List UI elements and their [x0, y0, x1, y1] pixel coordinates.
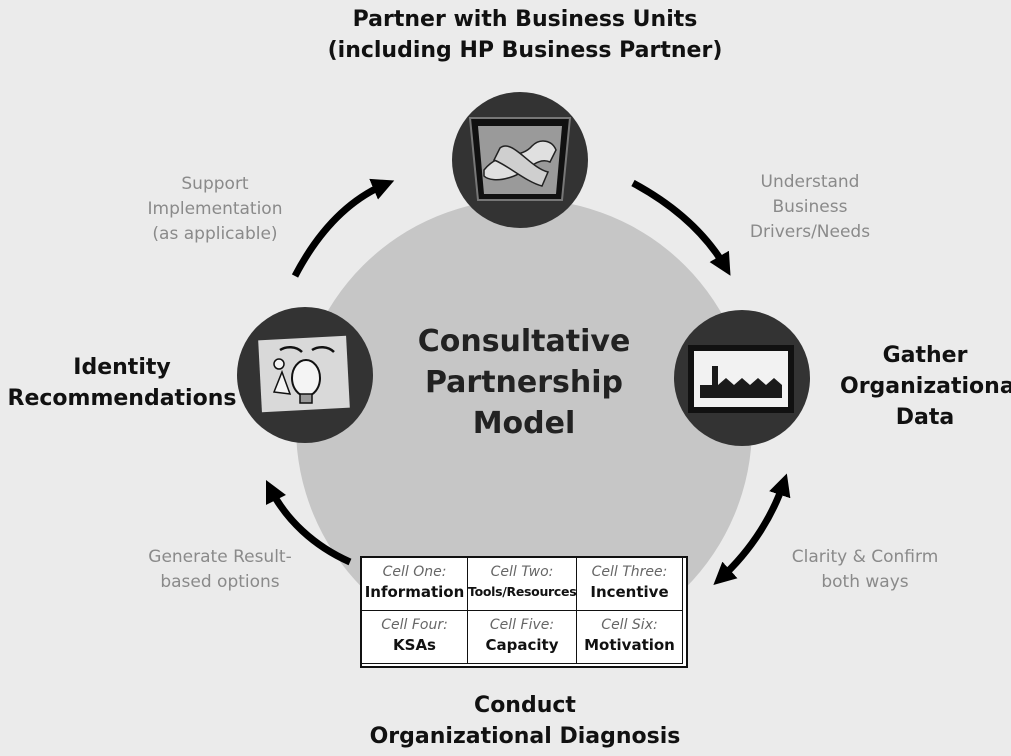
arrow-understand-drivers — [631, 179, 731, 276]
grid-cell-name: Cell One: — [382, 564, 447, 580]
grid-cell-name: Cell Five: — [489, 617, 555, 633]
node-label-partner: Partner with Business Units (including H… — [327, 7, 723, 63]
handshake-icon — [452, 92, 588, 228]
node-label-recommendations: Identity Recommendations — [7, 355, 237, 411]
grid-cell-name: Cell Two: — [490, 564, 554, 580]
grid-cell-value: Incentive — [590, 583, 669, 601]
performance-grid: Cell One: Information Cell Two: Tools/Re… — [360, 556, 688, 668]
grid-cell-value: Information — [364, 583, 465, 601]
grid-cell-motivation: Cell Six: Motivation — [576, 610, 683, 664]
transition-label-understand: Understand Business Drivers/Needs — [749, 172, 871, 242]
grid-cell-value: Capacity — [485, 636, 559, 654]
grid-cell-information: Cell One: Information — [361, 557, 468, 611]
grid-cell-value: KSAs — [393, 636, 436, 654]
factory-chart-icon — [674, 310, 810, 446]
arrow-generate-options — [265, 479, 352, 566]
grid-cell-value: Motivation — [584, 636, 675, 654]
grid-cell-ksas: Cell Four: KSAs — [361, 610, 468, 664]
grid-cell-capacity: Cell Five: Capacity — [467, 610, 577, 664]
arrow-clarify-confirm — [713, 473, 791, 586]
center-disc — [296, 199, 752, 655]
grid-cell-name: Cell Four: — [381, 617, 448, 633]
grid-cell-name: Cell Six: — [601, 617, 658, 633]
grid-cell-incentive: Cell Three: Incentive — [576, 557, 683, 611]
node-label-diagnosis: Conduct Organizational Diagnosis — [369, 693, 681, 749]
transition-label-generate: Generate Result- based options — [148, 547, 292, 592]
lightbulb-idea-icon — [237, 307, 373, 443]
grid-cell-value: Tools/Resources — [468, 584, 577, 599]
transition-label-clarify: Clarity & Confirm both ways — [791, 547, 939, 592]
grid-cell-name: Cell Three: — [591, 564, 668, 580]
arrow-support-implementation — [291, 178, 395, 278]
node-label-gather-data: Gather Organizational Data — [840, 343, 1011, 430]
center-title: Consultative Partnership Model — [417, 324, 631, 441]
grid-cell-tools-resources: Cell Two: Tools/Resources — [467, 557, 577, 611]
transition-label-support: Support Implementation (as applicable) — [147, 174, 283, 244]
